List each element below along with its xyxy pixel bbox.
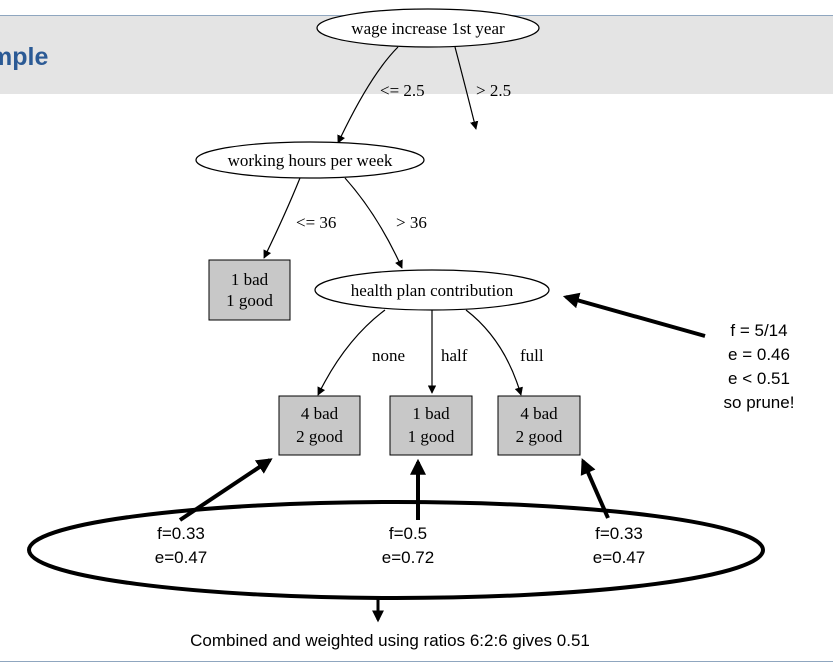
leaf-full-line1: 4 bad — [520, 404, 558, 423]
edge-root-left — [337, 46, 399, 144]
leaf-stat-full-e: e=0.47 — [592, 548, 646, 567]
edge-label-gt-2-5: > 2.5 — [476, 81, 511, 100]
leaf-hours-line1: 1 bad — [231, 270, 269, 289]
edge-label-none: none — [372, 346, 405, 365]
leaf-none-box — [278, 395, 361, 456]
leaf-stat-none-e: e=0.47 — [154, 548, 208, 567]
root-node-label: wage increase 1st year — [351, 19, 505, 38]
leaf-stat-half: f=0.5 e=0.72 — [358, 522, 458, 570]
leaf-none-line2: 2 good — [296, 427, 343, 446]
leaf-half-box — [389, 395, 473, 456]
health-node-label: health plan contribution — [351, 281, 514, 300]
edge-label-half: half — [441, 346, 468, 365]
stats-ellipse — [27, 500, 765, 600]
combined-conclusion: Combined and weighted using ratios 6:2:6… — [190, 631, 590, 650]
prune-note: f = 5/14 e = 0.46 e < 0.51 so prune! — [700, 319, 818, 415]
prune-note-verdict: so prune! — [723, 393, 795, 412]
leaf-full-line2: 2 good — [516, 427, 563, 446]
hours-node-label: working hours per week — [228, 151, 393, 170]
prune-note-f: f = 5/14 — [730, 321, 788, 340]
edge-root-right — [454, 46, 479, 130]
hours-node — [195, 141, 425, 179]
slide-title: mple — [0, 43, 49, 71]
leaf-stat-half-e: e=0.72 — [381, 548, 435, 567]
edge-hours-left — [263, 177, 301, 259]
prune-note-e: e = 0.46 — [728, 345, 790, 364]
edge-label-le-2-5: <= 2.5 — [380, 81, 425, 100]
leaf-stat-full-f: f=0.33 — [595, 524, 643, 543]
leaf-hours-box — [208, 259, 291, 321]
edge-health-none — [317, 309, 386, 396]
edge-label-full: full — [520, 346, 544, 365]
edge-hours-right — [344, 177, 403, 269]
leaf-full-box — [497, 395, 581, 456]
leaf-half-line1: 1 bad — [412, 404, 450, 423]
bottom-rule — [0, 661, 833, 662]
prune-arrow — [562, 292, 706, 338]
leaf-stat-half-f: f=0.5 — [388, 524, 428, 543]
edge-label-le-36: <= 36 — [296, 213, 336, 232]
root-node — [316, 8, 540, 48]
edge-label-gt-36: > 36 — [396, 213, 427, 232]
leaf-stat-none-f: f=0.33 — [157, 524, 205, 543]
leaf-hours-line2: 1 good — [226, 291, 273, 310]
leaf-none-line1: 4 bad — [301, 404, 339, 423]
edge-health-full — [465, 309, 523, 396]
prune-note-compare: e < 0.51 — [728, 369, 790, 388]
leaf-half-line2: 1 good — [408, 427, 455, 446]
leaf-stat-full: f=0.33 e=0.47 — [569, 522, 669, 570]
leaf-stat-none: f=0.33 e=0.47 — [131, 522, 231, 570]
